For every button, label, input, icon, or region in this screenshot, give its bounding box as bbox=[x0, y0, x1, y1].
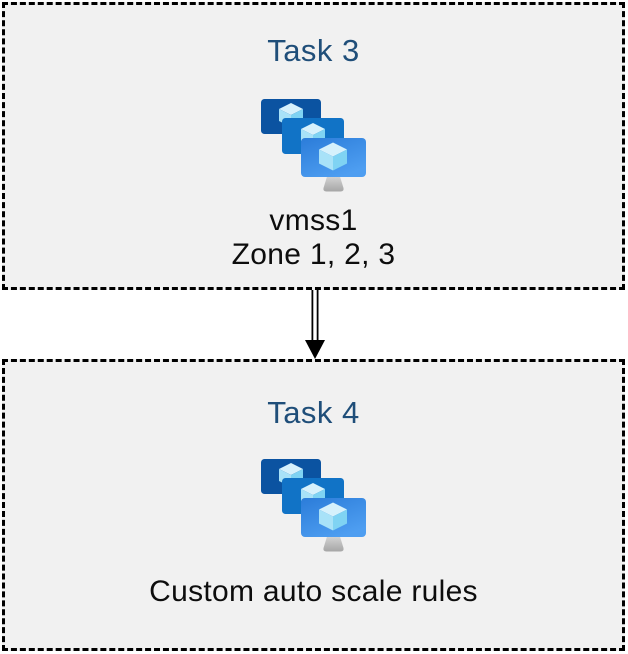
task4-box: Task 4 Custom auto scale rules bbox=[2, 359, 625, 651]
down-arrow-connector bbox=[305, 290, 325, 359]
task4-title: Task 4 bbox=[267, 395, 360, 430]
vm-scale-set-icon bbox=[261, 99, 366, 192]
task3-zones-label: Zone 1, 2, 3 bbox=[231, 238, 396, 271]
vm-scale-set-icon bbox=[261, 459, 366, 552]
task3-title: Task 3 bbox=[267, 33, 360, 68]
task3-box: Task 3 vmss1 Zone 1, 2, 3 bbox=[2, 2, 625, 290]
task4-autoscale-label: Custom auto scale rules bbox=[149, 575, 478, 608]
task3-vmss-name-label: vmss1 bbox=[269, 204, 358, 237]
